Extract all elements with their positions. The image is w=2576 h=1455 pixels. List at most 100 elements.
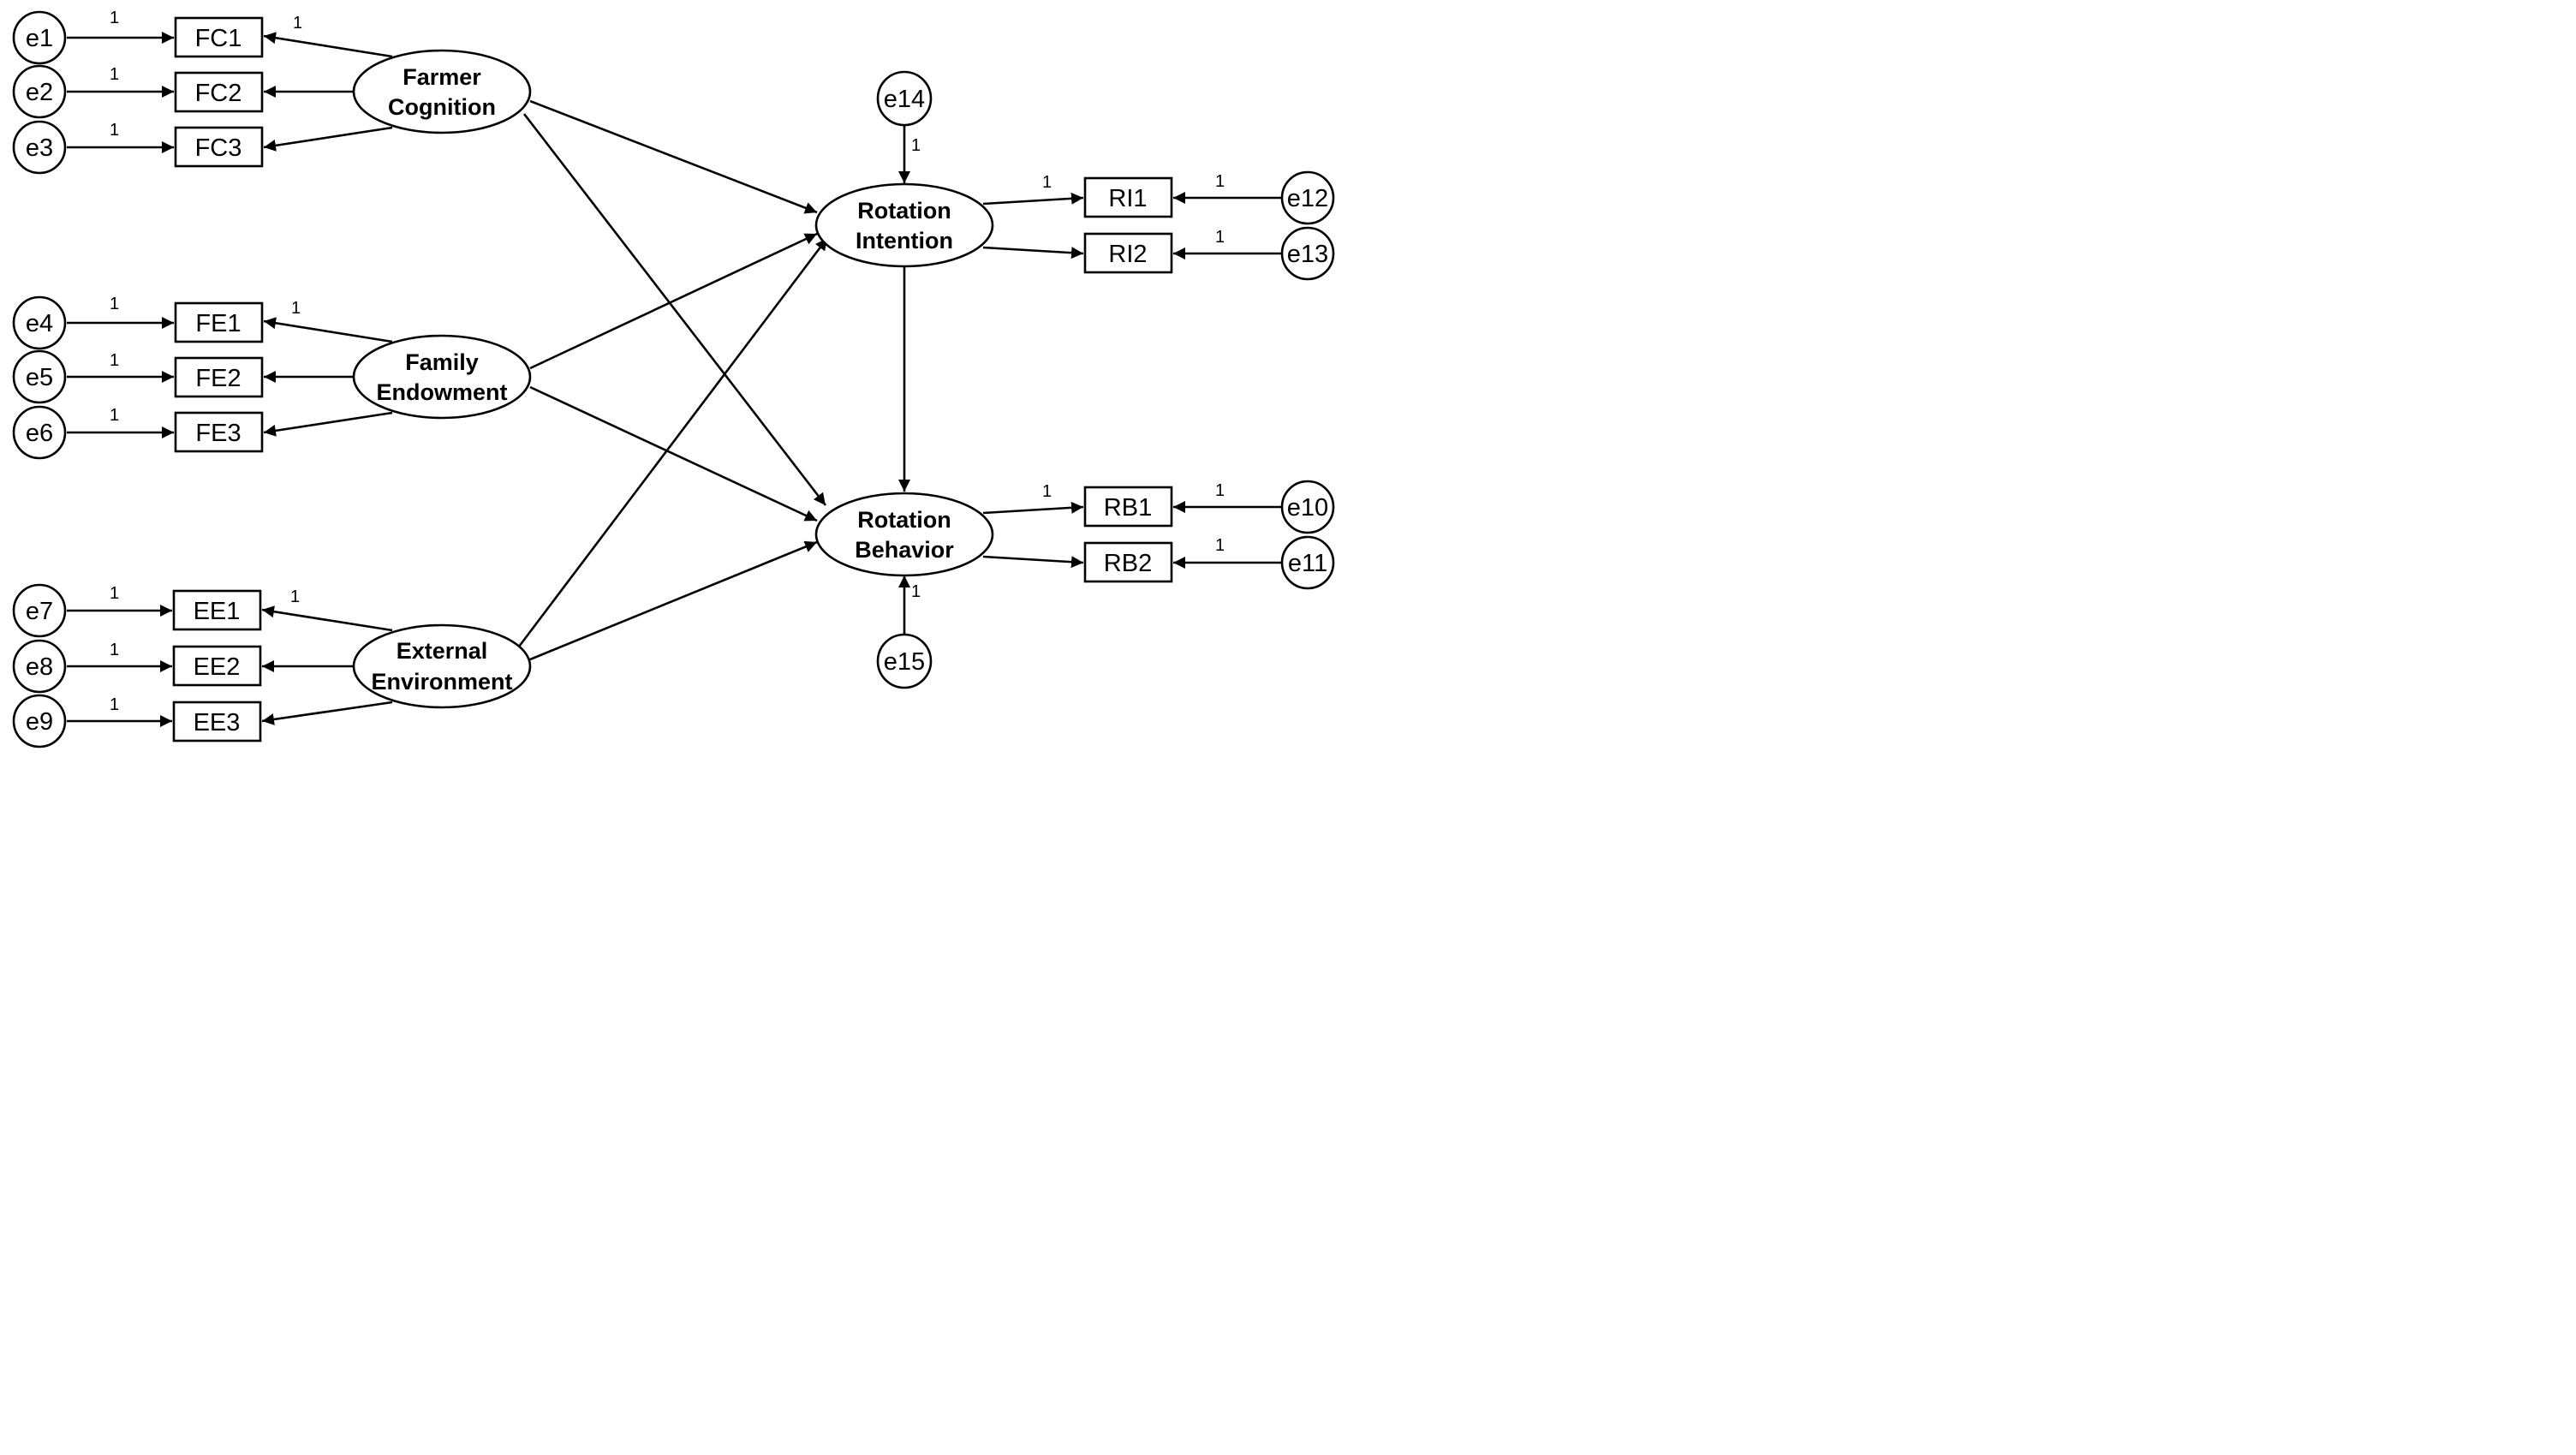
latent-label-line2: Endowment: [377, 379, 508, 405]
error-label: e13: [1287, 241, 1328, 268]
weight-label: 1: [1042, 482, 1052, 501]
edge-rb-rb1: [982, 501, 1084, 515]
error-label: e10: [1287, 494, 1328, 522]
error-label: e11: [1288, 550, 1327, 577]
error-label: e7: [26, 598, 53, 625]
weight-label: 1: [1215, 536, 1225, 555]
weight-label: 1: [1215, 481, 1225, 500]
indicator-ri1[interactable]: RI1: [1083, 176, 1173, 218]
weight-label: 1: [110, 584, 119, 603]
error-label: e12: [1287, 185, 1328, 212]
weight-label: 1: [110, 406, 119, 425]
indicator-fc1[interactable]: FC1: [174, 16, 264, 58]
error-term-e1[interactable]: e1: [12, 10, 67, 65]
indicator-label: FE3: [195, 420, 241, 447]
latent-label-line1: Farmer: [402, 64, 481, 90]
weight-label: 1: [290, 587, 300, 606]
indicator-fc2[interactable]: FC2: [174, 71, 264, 113]
error-label: e3: [26, 134, 53, 162]
latent-label-line2: Cognition: [388, 94, 496, 120]
weight-label: 1: [110, 351, 119, 370]
latent-label-line1: Rotation: [857, 507, 951, 533]
edge-fc-ri: [529, 99, 818, 214]
edges: [67, 32, 1281, 727]
error-label: e1: [26, 25, 53, 52]
weight-label: 1: [1042, 173, 1052, 192]
indicator-ee2[interactable]: EE2: [172, 645, 262, 687]
indicator-ee3[interactable]: EE3: [172, 701, 262, 742]
error-label: e2: [26, 79, 53, 106]
sem-path-diagram: 1 1 1 1 1 1 1 1 1 1 1 1 1 1 1 1 1 1 1 1 …: [12, 9, 1335, 748]
indicator-label: RI1: [1108, 185, 1147, 212]
error-label: e9: [26, 708, 53, 736]
weight-label: 1: [110, 695, 119, 714]
fixed-weight-labels: 1 1 1 1 1 1 1 1 1 1 1 1 1 1 1 1 1 1 1 1: [110, 9, 1225, 714]
indicator-label: EE3: [194, 709, 241, 736]
weight-label: 1: [291, 299, 301, 318]
error-term-e13[interactable]: e13: [1280, 226, 1335, 281]
edge-ee-ri: [517, 237, 829, 647]
error-term-e11[interactable]: e11: [1280, 535, 1335, 590]
error-term-e4[interactable]: e4: [12, 295, 67, 350]
edge-fc-fc3: [263, 126, 393, 152]
error-term-e5[interactable]: e5: [12, 349, 67, 404]
error-term-e14[interactable]: e14: [876, 70, 933, 127]
indicator-label: EE2: [194, 653, 241, 681]
error-term-e7[interactable]: e7: [12, 583, 67, 638]
indicator-label: RI2: [1108, 241, 1147, 268]
latent-rotation-intention[interactable]: Rotation Intention: [814, 182, 994, 268]
weight-label: 1: [110, 641, 119, 659]
indicator-ee1[interactable]: EE1: [172, 589, 262, 631]
edge-fe-ri: [529, 232, 818, 370]
edge-fe-rb: [529, 385, 818, 522]
edge-fe-fe1: [263, 317, 393, 343]
error-term-e2[interactable]: e2: [12, 64, 67, 119]
latent-rotation-behavior[interactable]: Rotation Behavior: [814, 492, 994, 577]
error-term-e10[interactable]: e10: [1280, 480, 1335, 534]
weight-label: 1: [110, 9, 119, 27]
indicator-rb1[interactable]: RB1: [1083, 486, 1173, 528]
edge-rb-rb2: [982, 555, 1084, 569]
edge-ee-ee1: [261, 605, 393, 632]
indicator-label: RB2: [1104, 550, 1152, 577]
weight-label: 1: [1215, 228, 1225, 247]
error-term-e9[interactable]: e9: [12, 694, 67, 748]
latent-label-line2: Environment: [371, 669, 512, 695]
indicator-rb2[interactable]: RB2: [1083, 541, 1173, 583]
weight-label: 1: [110, 295, 119, 313]
latent-label-line1: External: [397, 638, 488, 664]
error-term-e3[interactable]: e3: [12, 120, 67, 175]
error-label: e6: [26, 420, 53, 447]
indicator-label: FE1: [195, 310, 241, 337]
latent-label-line1: Rotation: [857, 198, 951, 224]
error-term-e15[interactable]: e15: [876, 633, 933, 689]
edge-fc-fc1: [263, 32, 393, 58]
indicator-label: FC1: [195, 25, 242, 52]
error-label: e15: [884, 648, 925, 676]
latent-label-line1: Family: [405, 349, 479, 375]
weight-label: 1: [110, 65, 119, 84]
latent-label-line2: Behavior: [855, 537, 954, 563]
error-label: e14: [884, 86, 925, 113]
indicator-label: FC2: [195, 80, 242, 107]
indicator-label: EE1: [194, 598, 241, 625]
error-term-e6[interactable]: e6: [12, 405, 67, 460]
indicator-ri2[interactable]: RI2: [1083, 232, 1173, 274]
indicator-label: FC3: [195, 134, 242, 162]
edge-ee-ee3: [261, 701, 393, 725]
weight-label: 1: [911, 582, 921, 601]
latent-farmer-cognition[interactable]: Farmer Cognition: [352, 49, 532, 134]
error-label: e5: [26, 364, 53, 391]
indicator-label: FE2: [195, 365, 241, 392]
edge-ri-ri1: [982, 192, 1084, 206]
indicator-fc3[interactable]: FC3: [174, 126, 264, 168]
indicator-fe1[interactable]: FE1: [174, 301, 264, 343]
indicator-fe2[interactable]: FE2: [174, 356, 264, 398]
latent-external-environment[interactable]: External Environment: [352, 623, 532, 709]
indicator-fe3[interactable]: FE3: [174, 411, 264, 453]
latent-family-endowment[interactable]: Family Endowment: [352, 334, 532, 420]
error-term-e8[interactable]: e8: [12, 639, 67, 694]
error-term-e12[interactable]: e12: [1280, 170, 1335, 225]
edge-fc-rb: [522, 113, 827, 506]
weight-label: 1: [293, 14, 302, 33]
